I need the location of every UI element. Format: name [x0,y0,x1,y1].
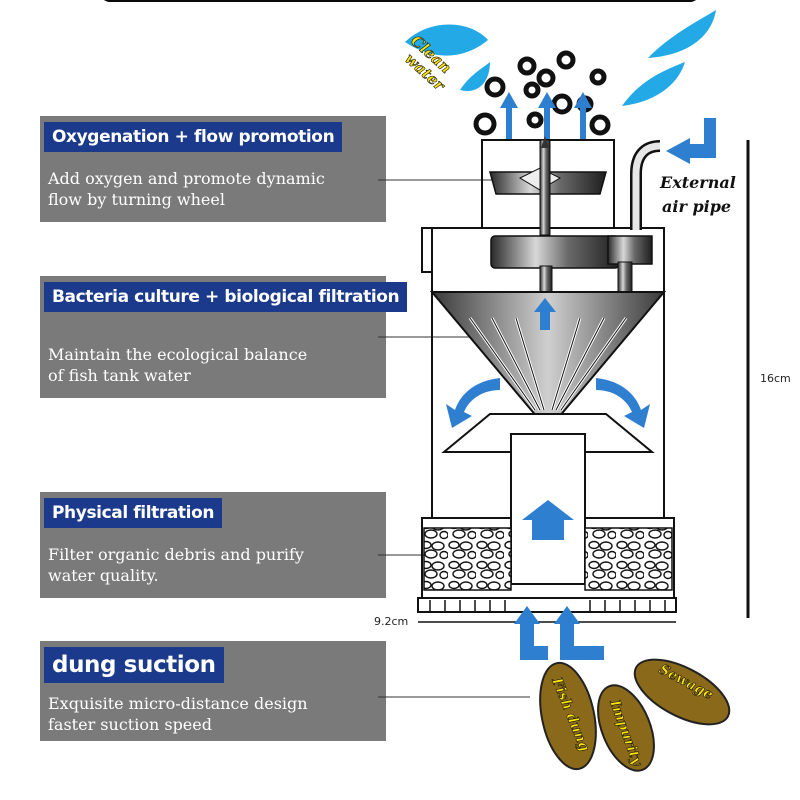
outflow-arrows [500,92,592,140]
filter-base [417,597,677,613]
panel-dung-suction: dung suction Exquisite micro-distance de… [40,641,386,741]
width-dimension-label: 9.2cm [374,615,409,628]
panel-description: Add oxygen and promote dynamic flow by t… [48,169,325,209]
water-drop-icon [648,10,716,58]
water-drop-icon [405,24,488,56]
water-drop-icon [622,62,685,106]
panel-bacteria-culture: Bacteria culture + biological filtration… [40,276,408,398]
panel-description: Maintain the ecological balance of fish … [48,345,308,385]
sewage-blob [633,658,731,726]
panel-title: dung suction [44,647,224,683]
panel-oxygenation: Oxygenation + flow promotion Add oxygen … [40,116,386,222]
air-pipe [632,142,661,230]
pebble-media-right [584,527,673,591]
suction-arrow [554,606,604,660]
flow-arrow-left [446,378,500,428]
height-dimension-label: 16cm [760,372,791,385]
panel-physical-filtration: Physical filtration Filter organic debri… [40,492,386,598]
water-drop-icon [460,62,490,91]
pebble-media-left [423,527,512,591]
external-air-pipe-label-line1: External [659,173,736,192]
suction-arrow [514,606,548,660]
panel-description: Exquisite micro-distance design faster s… [48,694,308,734]
panel-title: Oxygenation + flow promotion [44,122,343,152]
bio-filter-cone [429,291,667,432]
bubbles [473,50,611,136]
panel-title: Bacteria culture + biological filtration [44,282,408,312]
motor-disk [490,235,653,293]
panel-description: Filter organic debris and purify water q… [48,545,304,585]
turning-wheel [489,136,607,236]
base-grate [429,600,666,611]
fish-dung-blob [539,661,597,771]
panel-title: Physical filtration [44,498,223,528]
impurity-blob [597,684,655,772]
external-air-pipe-label-line2: air pipe [662,197,731,216]
air-inlet-arrow [666,118,716,164]
flow-arrow-right [596,378,650,428]
central-up-arrow [522,500,574,540]
top-bar [104,0,696,2]
